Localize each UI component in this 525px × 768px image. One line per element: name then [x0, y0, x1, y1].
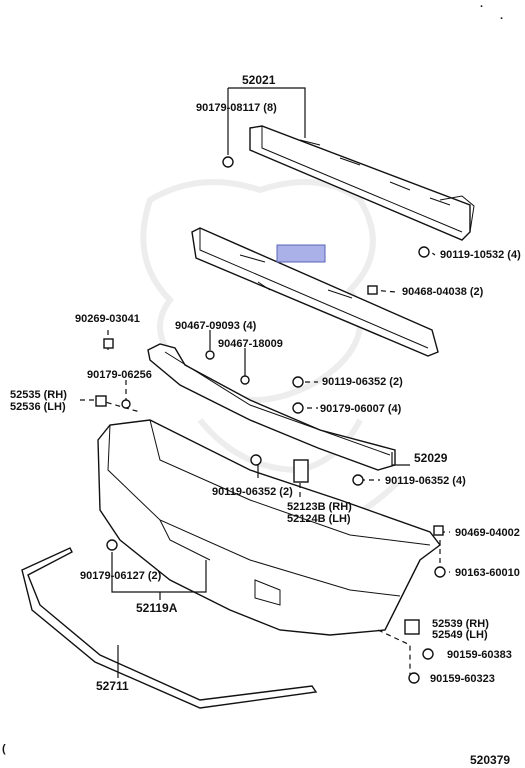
label-reinforcement-bolt-side: 90119-10532 (4) — [440, 249, 521, 261]
corner-dot: · — [480, 1, 484, 13]
label-side-clip: 90269-03041 — [75, 313, 140, 325]
side-support-icon — [95, 395, 107, 407]
label-reinforcement-bolt: 90179-08117 (8) — [196, 102, 277, 114]
bumper-molding — [21, 547, 318, 709]
label-lower-bolt: 90119-06352 (2) — [212, 486, 293, 498]
label-retainer-lh: 52124B (LH) — [287, 513, 351, 525]
label-clip-right-b: 90163-60010 — [455, 567, 520, 579]
label-spoiler-lh: 52549 (LH) — [432, 629, 488, 641]
bolt-icon — [250, 454, 262, 466]
label-lower-nut: 90179-06127 (2) — [80, 570, 162, 582]
fasteners — [95, 156, 446, 684]
nut-icon — [292, 376, 304, 388]
label-absorber-clip: 90468-04038 (2) — [402, 286, 484, 298]
corner-dot: · — [500, 13, 504, 25]
label-screw-b: 90159-60323 — [430, 673, 495, 685]
label-side-support-lh: 52536 (LH) — [10, 401, 66, 413]
bumper-bracket-rail — [147, 343, 396, 471]
label-side-nut: 90179-06256 — [87, 369, 152, 381]
screw-icon — [408, 672, 420, 684]
label-side-support-rh: 52535 (RH) — [10, 389, 67, 401]
clip-icon — [367, 285, 378, 295]
spoiler-icon — [404, 619, 420, 635]
label-support-nut-b: 90179-06007 (4) — [320, 403, 402, 415]
nut-icon — [121, 399, 131, 409]
bolt-icon — [352, 474, 364, 486]
nut-icon — [106, 539, 118, 551]
label-spoiler-rh: 52539 (RH) — [432, 618, 489, 630]
part-labels: 52021 90179-08117 (8) 90119-10532 (4) 90… — [10, 73, 521, 767]
label-retainer-clip-mid: 90467-18009 — [218, 338, 283, 350]
highlight-marker — [276, 244, 326, 263]
clip-icon — [103, 338, 114, 349]
label-support-nut-a: 90119-06352 (2) — [322, 376, 403, 388]
retainer-icon — [293, 459, 309, 483]
label-reinforcement: 52021 — [242, 73, 276, 87]
label-molding: 52711 — [96, 679, 129, 693]
clip-icon — [205, 350, 215, 360]
label-retainer-clip-top: 90467-09093 (4) — [175, 320, 257, 332]
corner-mark: ( — [2, 743, 6, 755]
clip-icon — [433, 525, 444, 536]
label-bracket: 52029 — [414, 451, 448, 465]
label-retainer-rh: 52123B (RH) — [287, 501, 352, 513]
reinforcement-bar — [249, 125, 475, 241]
screw-icon — [434, 566, 446, 578]
label-clip-right-a: 90469-04002 — [455, 527, 520, 539]
bumper-cover — [97, 419, 441, 636]
bolt-icon — [222, 156, 234, 168]
bolt-icon — [418, 246, 430, 258]
label-screw-a: 90159-60383 — [447, 649, 512, 661]
clip-icon — [240, 375, 250, 385]
screw-icon — [422, 648, 434, 660]
energy-absorber — [191, 227, 439, 357]
label-bumper-cover: 52119A — [136, 601, 178, 615]
label-bracket-bolt: 90119-06352 (4) — [385, 475, 466, 487]
nut-icon — [292, 402, 304, 414]
diagram-id: 520379 — [470, 753, 510, 767]
